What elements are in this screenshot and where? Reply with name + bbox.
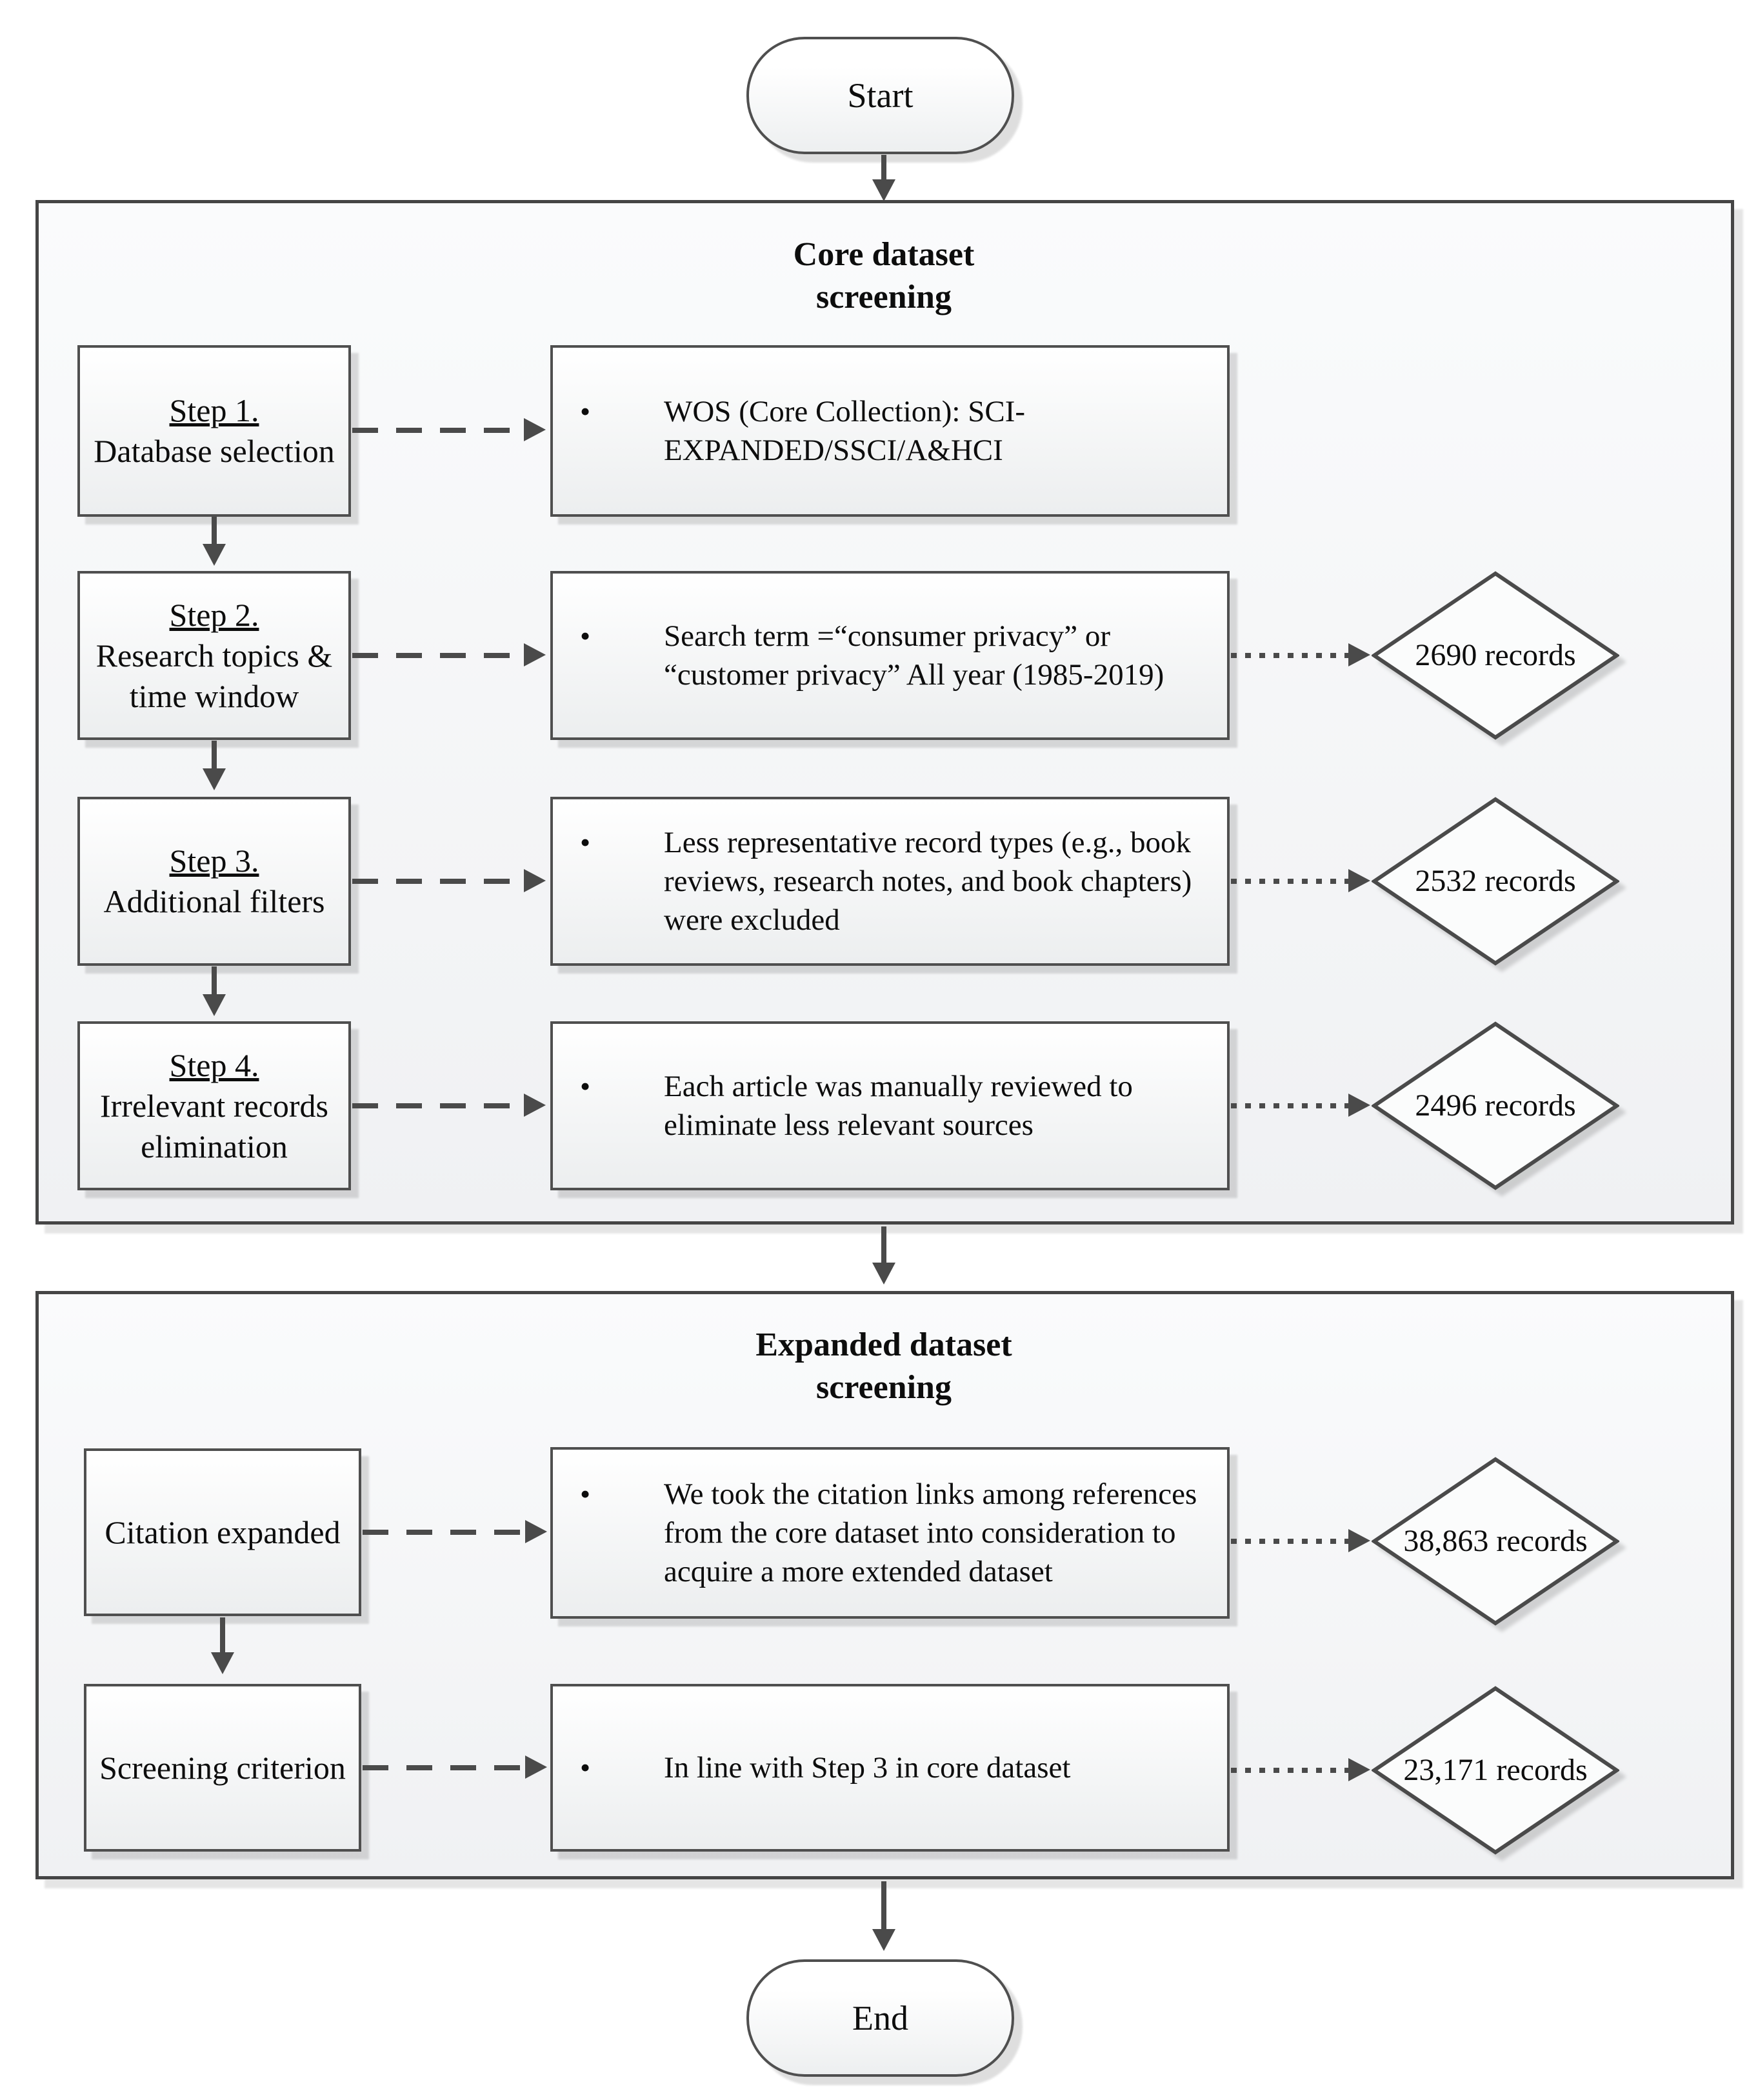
step4-records-label: 2496 records: [1415, 1088, 1576, 1123]
arrowhead-right-icon: [524, 643, 546, 666]
dashed-connector-step2: [352, 653, 524, 658]
step3-records-label: 2532 records: [1415, 864, 1576, 898]
step3-number: Step 3.: [169, 843, 259, 879]
citation-records-label: 38,863 records: [1403, 1524, 1588, 1558]
core-title-line2: screening: [816, 279, 952, 315]
arrowhead-down-icon: [872, 179, 895, 201]
step4-name: Irrelevant records elimination: [100, 1087, 328, 1165]
core-title-line1: Core dataset: [793, 236, 975, 273]
step1-box: Step 1. Database selection: [77, 345, 351, 517]
step1-detail-box: • WOS (Core Collection): SCI-EXPANDED/SS…: [550, 345, 1230, 517]
screening-detail-text: In line with Step 3 in core dataset: [664, 1751, 1071, 1785]
expanded-title-line1: Expanded dataset: [755, 1326, 1012, 1363]
dashed-connector-step1: [352, 428, 524, 433]
arrowhead-right-icon: [524, 418, 546, 441]
start-node: Start: [746, 37, 1014, 154]
step2-number: Step 2.: [169, 596, 259, 633]
step1-detail-text: WOS (Core Collection): SCI-EXPANDED/SSCI…: [664, 395, 1026, 467]
bullet-icon: •: [580, 619, 591, 652]
dotted-connector-screening: [1231, 1768, 1348, 1773]
arrowhead-down-icon: [211, 1652, 234, 1674]
arrowhead-down-icon: [203, 994, 226, 1016]
step4-detail-text: Each article was manually reviewed to el…: [664, 1070, 1133, 1142]
step3-name: Additional filters: [103, 883, 325, 919]
arrow-step3-to-step4: [212, 966, 217, 995]
step3-detail-text: Less representative record types (e.g., …: [664, 826, 1192, 937]
step4-number: Step 4.: [169, 1046, 259, 1083]
diamond-shape: [1372, 797, 1619, 966]
bullet-icon: •: [580, 1070, 591, 1103]
arrowhead-right-icon: [524, 1094, 546, 1117]
step1-name: Database selection: [94, 433, 335, 469]
start-label: Start: [847, 76, 914, 115]
arrowhead-down-icon: [872, 1263, 895, 1285]
core-section-title: Core dataset screening: [668, 234, 1100, 319]
arrowhead-right-icon: [1348, 1758, 1370, 1781]
arrowhead-right-icon: [525, 1755, 547, 1779]
diamond-shape: [1372, 1457, 1619, 1626]
screening-criterion-box: Screening criterion: [84, 1684, 361, 1852]
step2-records-diamond: 2690 records: [1372, 571, 1619, 740]
arrow-start-to-core: [881, 155, 886, 182]
citation-records-diamond: 38,863 records: [1372, 1457, 1619, 1626]
arrow-citation-to-screening: [220, 1617, 225, 1654]
dashed-connector-step4: [352, 1103, 524, 1108]
bullet-icon: •: [580, 395, 591, 428]
arrow-step2-to-step3: [212, 741, 217, 770]
step3-detail-box: • Less representative record types (e.g.…: [550, 797, 1230, 966]
end-node: End: [746, 1959, 1014, 2077]
arrowhead-right-icon: [1348, 869, 1370, 892]
step3-records-diamond: 2532 records: [1372, 797, 1619, 966]
arrowhead-right-icon: [525, 1520, 547, 1543]
dotted-connector-step3: [1231, 879, 1348, 884]
step2-detail-box: • Search term =“consumer privacy” or “cu…: [550, 571, 1230, 740]
step3-box: Step 3. Additional filters: [77, 797, 351, 966]
step4-box: Step 4. Irrelevant records elimination: [77, 1021, 351, 1190]
step2-name: Research topics & time window: [95, 637, 333, 714]
citation-expanded-box: Citation expanded: [84, 1448, 361, 1616]
citation-detail-box: • We took the citation links among refer…: [550, 1447, 1230, 1619]
dashed-connector-citation: [363, 1530, 526, 1535]
arrow-core-to-expanded: [881, 1226, 886, 1264]
arrowhead-right-icon: [524, 869, 546, 892]
arrowhead-right-icon: [1348, 1529, 1370, 1552]
step2-box: Step 2. Research topics & time window: [77, 571, 351, 740]
arrowhead-down-icon: [203, 544, 226, 566]
arrow-step1-to-step2: [212, 517, 217, 545]
dotted-connector-step4: [1231, 1103, 1348, 1108]
expanded-section-title: Expanded dataset screening: [668, 1324, 1100, 1409]
arrowhead-down-icon: [872, 1929, 895, 1951]
step2-records-label: 2690 records: [1415, 638, 1576, 672]
diamond-shape: [1372, 571, 1619, 740]
citation-expanded-label: Citation expanded: [105, 1514, 341, 1550]
screening-records-diamond: 23,171 records: [1372, 1686, 1619, 1855]
screening-records-label: 23,171 records: [1403, 1753, 1588, 1787]
dashed-connector-step3: [352, 879, 524, 884]
expanded-title-line2: screening: [816, 1369, 952, 1406]
screening-detail-box: • In line with Step 3 in core dataset: [550, 1684, 1230, 1852]
arrowhead-right-icon: [1348, 643, 1370, 666]
end-label: End: [852, 1999, 908, 2037]
bullet-icon: •: [580, 1751, 591, 1784]
dotted-connector-citation: [1231, 1539, 1348, 1544]
step4-records-diamond: 2496 records: [1372, 1021, 1619, 1190]
step2-detail-text: Search term =“consumer privacy” or “cust…: [664, 619, 1164, 692]
step1-number: Step 1.: [169, 392, 259, 428]
screening-criterion-label: Screening criterion: [99, 1749, 346, 1786]
arrow-expanded-to-end: [881, 1881, 886, 1930]
bullet-icon: •: [580, 1477, 591, 1510]
dotted-connector-step2: [1231, 653, 1348, 658]
arrowhead-down-icon: [203, 768, 226, 790]
dashed-connector-screening: [363, 1765, 526, 1770]
citation-detail-text: We took the citation links among referen…: [664, 1477, 1197, 1588]
arrowhead-right-icon: [1348, 1094, 1370, 1117]
diamond-shape: [1372, 1021, 1619, 1190]
bullet-icon: •: [580, 826, 591, 859]
diamond-shape: [1372, 1686, 1619, 1855]
step4-detail-box: • Each article was manually reviewed to …: [550, 1021, 1230, 1190]
